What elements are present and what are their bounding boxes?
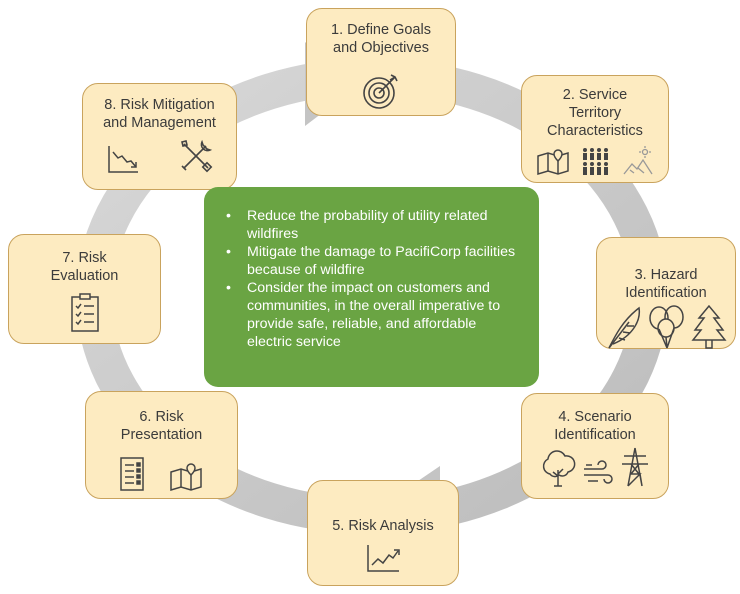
step-risk-analysis: 5. Risk Analysis	[307, 480, 459, 586]
checklist-icon	[70, 293, 99, 332]
feather-icon	[608, 306, 641, 349]
trend-down-chart-icon	[107, 146, 138, 173]
wind-icon	[584, 460, 613, 484]
goals-summary-box: Reduce the probability of utility relate…	[204, 187, 539, 387]
step-service-territory: 2. Service Territory Characteristics	[521, 75, 669, 183]
population-icon	[583, 148, 608, 175]
map-pin-icon	[169, 463, 202, 492]
terrain-icon	[623, 146, 653, 175]
report-icon	[119, 457, 144, 491]
step-label: 8. Risk Mitigation and Management	[103, 97, 216, 131]
step-define-goals: 1. Define Goals and Objectives	[306, 8, 456, 116]
target-icon	[363, 74, 398, 109]
tree-icon	[542, 450, 576, 487]
trend-up-chart-icon	[367, 545, 400, 572]
step-scenario-identification: 4. Scenario Identification	[521, 393, 669, 499]
step-label: 5. Risk Analysis	[332, 518, 434, 534]
step-label: 6. Risk Presentation	[120, 409, 203, 443]
step-label: 4. Scenario Identification	[554, 409, 636, 443]
step-label: 3. Hazard Identification	[625, 267, 707, 301]
map-pin-icon	[537, 149, 569, 176]
step-risk-presentation: 6. Risk Presentation	[85, 391, 238, 499]
step-risk-evaluation: 7. Risk Evaluation	[8, 234, 161, 344]
step-risk-mitigation: 8. Risk Mitigation and Management	[82, 83, 237, 190]
step-label: 1. Define Goals and Objectives	[331, 22, 431, 56]
tools-icon	[180, 139, 212, 173]
goal-bullet: Mitigate the damage to PacifiCorp facili…	[222, 243, 521, 279]
balloons-icon	[649, 305, 684, 349]
goals-bullet-list: Reduce the probability of utility relate…	[222, 207, 521, 351]
goal-bullet: Consider the impact on customers and com…	[222, 279, 521, 351]
step-label: 2. Service Territory Characteristics	[547, 87, 643, 139]
step-hazard-identification: 3. Hazard Identification	[596, 237, 736, 349]
pine-tree-icon	[691, 304, 727, 349]
transmission-tower-icon	[622, 447, 648, 487]
step-label: 7. Risk Evaluation	[50, 250, 119, 284]
goal-bullet: Reduce the probability of utility relate…	[222, 207, 521, 243]
